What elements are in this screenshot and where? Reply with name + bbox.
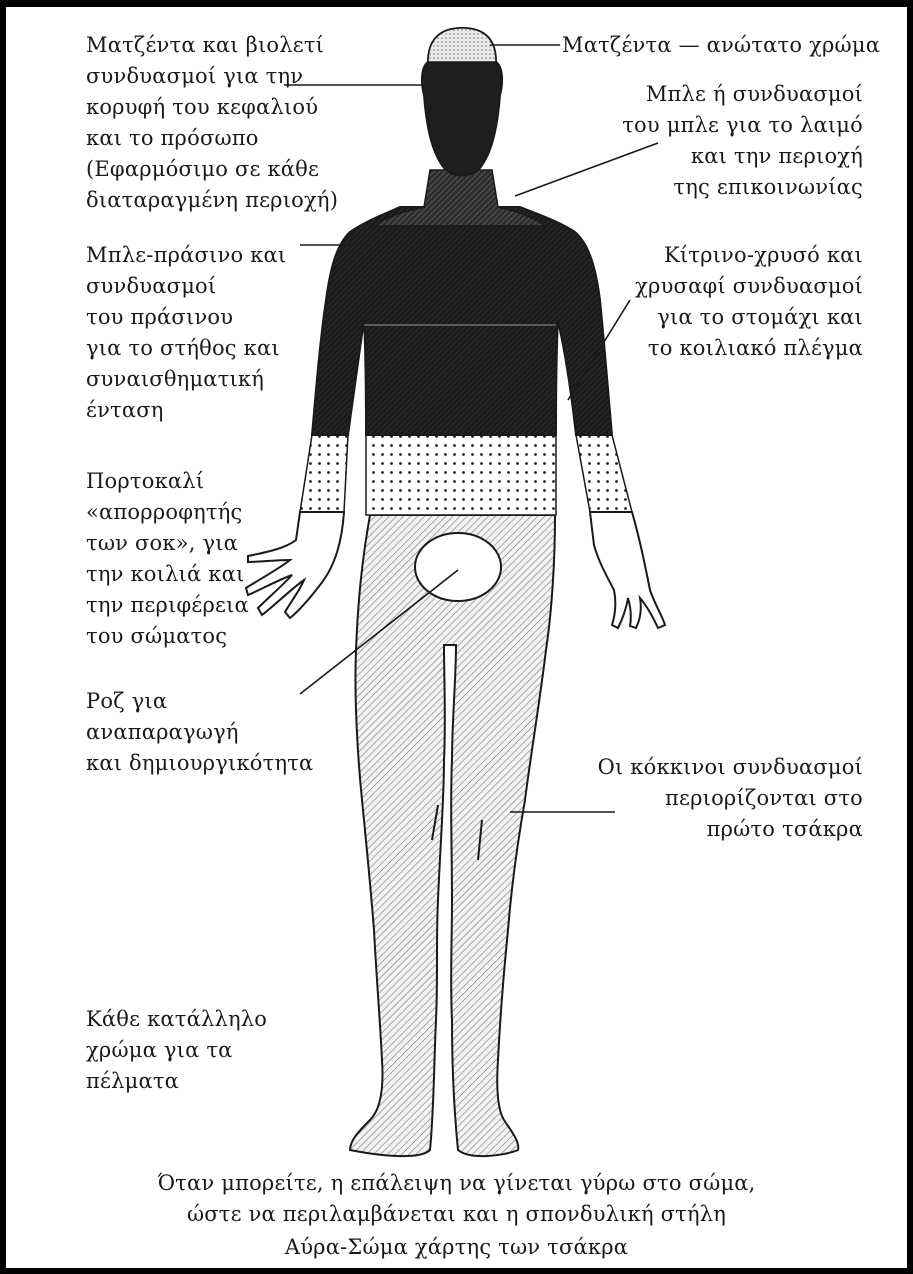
head — [422, 28, 502, 176]
sacral-oval — [415, 533, 501, 601]
caption-text: Αύρα-Σώμα χάρτης των τσάκρα — [0, 1232, 913, 1263]
label-line: για το στήθος και — [86, 333, 286, 364]
label-line: πέλματα — [86, 1066, 267, 1097]
label-line: του πράσινου — [86, 302, 286, 333]
label-top-of-head: Ματζέντα — ανώτατο χρώμα — [562, 30, 880, 61]
label-reproduction: Ροζ για αναπαραγωγή και δημιουργικότητα — [86, 686, 313, 779]
label-line: το κοιλιακό πλέγμα — [635, 333, 863, 364]
belly-band — [300, 435, 632, 515]
neck — [375, 170, 545, 226]
figure-caption: Αύρα-Σώμα χάρτης των τσάκρα — [0, 1232, 913, 1263]
label-line: την κοιλιά και — [86, 559, 249, 590]
note-line: Όταν μπορείτε, η επάλειψη να γίνεται γύρ… — [0, 1168, 913, 1199]
label-line: Μπλε ή συνδυασμοί — [622, 79, 863, 110]
label-line: «απορροφητής — [86, 497, 249, 528]
label-line: της επικοινωνίας — [622, 172, 863, 203]
note-line: ώστε να περιλαμβάνεται και η σπονδυλική … — [0, 1199, 913, 1230]
label-line: ένταση — [86, 395, 286, 426]
label-line: πρώτο τσάκρα — [598, 814, 863, 845]
application-note: Όταν μπορείτε, η επάλειψη να γίνεται γύρ… — [0, 1168, 913, 1230]
label-feet: Κάθε κατάλληλο χρώμα για τα πέλματα — [86, 1004, 267, 1097]
label-line: Πορτοκαλί — [86, 466, 249, 497]
label-line: των σοκ», για — [86, 528, 249, 559]
label-line: συνδυασμοί — [86, 271, 286, 302]
label-line: Ματζέντα — ανώτατο χρώμα — [562, 30, 880, 61]
label-line: κορυφή του κεφαλιού — [86, 92, 338, 123]
label-line: χρυσαφί συνδυασμοί — [635, 271, 863, 302]
label-line: και δημιουργικότητα — [86, 748, 313, 779]
label-line: και το πρόσωπο — [86, 123, 338, 154]
label-line: την περιφέρεια — [86, 590, 249, 621]
label-line: Οι κόκκινοι συνδυασμοί — [598, 752, 863, 783]
label-line: του σώματος — [86, 621, 249, 652]
label-line: Μπλε-πράσινο και — [86, 240, 286, 271]
label-line: (Εφαρμόσιμο σε κάθε — [86, 154, 338, 185]
label-belly: Πορτοκαλί «απορροφητής των σοκ», για την… — [86, 466, 249, 652]
label-line: χρώμα για τα — [86, 1035, 267, 1066]
label-line: για το στομάχι και — [635, 302, 863, 333]
label-line: Κίτρινο-χρυσό και — [635, 240, 863, 271]
label-throat: Μπλε ή συνδυασμοί του μπλε για το λαιμό … — [622, 79, 863, 203]
upper-body — [312, 207, 612, 435]
legs — [350, 515, 555, 1156]
label-line: συνδυασμοί για την — [86, 61, 338, 92]
label-line: Ματζέντα και βιολετί — [86, 30, 338, 61]
label-chest: Μπλε-πράσινο και συνδυασμοί του πράσινου… — [86, 240, 286, 426]
label-line: συναισθηματική — [86, 364, 286, 395]
label-stomach: Κίτρινο-χρυσό και χρυσαφί συνδυασμοί για… — [635, 240, 863, 364]
label-line: αναπαραγωγή — [86, 717, 313, 748]
label-root: Οι κόκκινοι συνδυασμοί περιορίζονται στο… — [598, 752, 863, 845]
label-line: του μπλε για το λαιμό — [622, 110, 863, 141]
label-crown-face: Ματζέντα και βιολετί συνδυασμοί για την … — [86, 30, 338, 216]
label-line: διαταραγμένη περιοχή) — [86, 185, 338, 216]
label-line: Ροζ για — [86, 686, 313, 717]
label-line: περιορίζονται στο — [598, 783, 863, 814]
label-line: και την περιοχή — [622, 141, 863, 172]
label-line: Κάθε κατάλληλο — [86, 1004, 267, 1035]
